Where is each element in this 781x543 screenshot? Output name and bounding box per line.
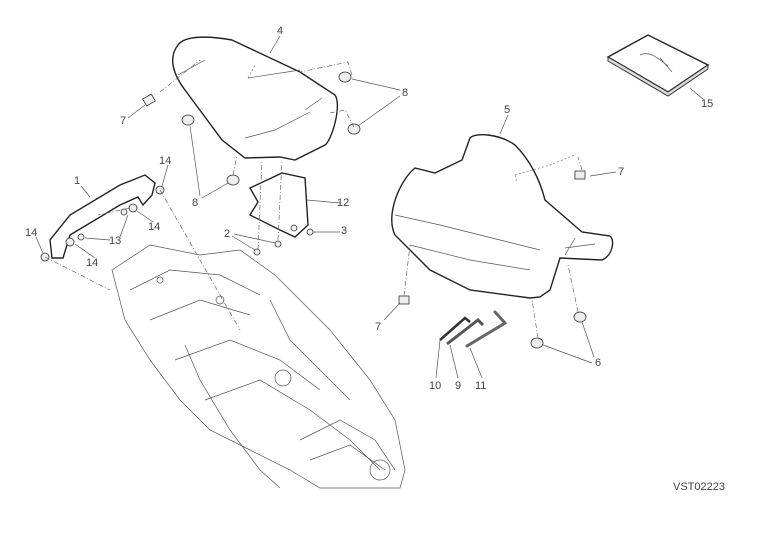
callout-8-top: 8	[402, 87, 408, 99]
owner-manual	[606, 34, 710, 97]
callout-7-left: 7	[120, 115, 126, 127]
hex-keys	[439, 310, 508, 348]
callout-5: 5	[504, 104, 510, 116]
callout-11: 11	[475, 380, 486, 392]
leader-lines	[35, 35, 705, 379]
callout-14-c: 14	[25, 227, 37, 239]
grab-handle	[49, 174, 156, 259]
callout-8-bottom: 8	[192, 197, 198, 209]
callout-14-a: 14	[159, 155, 171, 167]
drawing-code: VST02223	[673, 481, 725, 493]
callout-3: 3	[341, 225, 347, 237]
callout-4: 4	[277, 25, 283, 37]
callout-12: 12	[337, 197, 349, 209]
callout-9: 9	[455, 380, 461, 392]
callout-1: 1	[74, 175, 80, 187]
callout-15: 15	[701, 98, 713, 110]
callout-7-right: 7	[618, 166, 624, 178]
callout-2: 2	[224, 228, 230, 240]
callout-14-d: 14	[86, 257, 98, 269]
hardware	[40, 71, 587, 349]
callouts: 4 8 8 7 7 7 14 14 14 14 1 13 2 3 12 5 15…	[25, 25, 725, 493]
callout-14-b: 14	[148, 221, 160, 233]
callout-10: 10	[429, 380, 441, 392]
callout-6: 6	[595, 357, 601, 369]
rider-seat	[391, 133, 614, 299]
rear-frame	[111, 244, 406, 489]
passenger-seat	[172, 36, 339, 161]
bracket	[249, 172, 309, 238]
callout-13: 13	[109, 235, 121, 247]
callout-7-bottom: 7	[375, 321, 381, 333]
